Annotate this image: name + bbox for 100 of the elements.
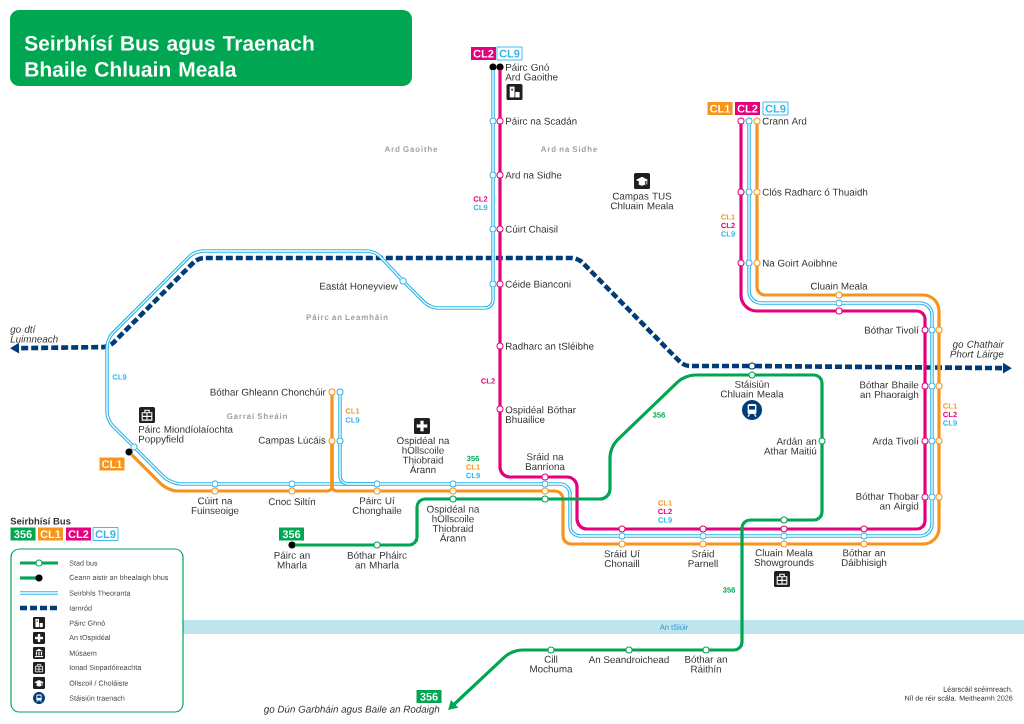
- route-badge: CL9: [92, 527, 119, 541]
- route-arrow: [448, 648, 548, 710]
- route-line: [709, 518, 781, 652]
- route-line: [755, 195, 759, 260]
- route-line: [295, 543, 374, 547]
- stop-name: Sráid Parnell: [688, 550, 718, 567]
- stop-name: Bóthar Thobar an Airgid: [856, 492, 919, 512]
- route-line: [134, 447, 213, 486]
- stop-name: Bóthar Ghleann Chonchúir: [210, 388, 326, 396]
- stop-marker: [373, 480, 381, 495]
- route-line: [455, 482, 543, 486]
- place-name: Ospidéal na hOllscoile Thiobraid Árann: [397, 436, 450, 474]
- stop-marker: [702, 646, 710, 654]
- stop-name: Páirc na Scadán: [506, 117, 577, 125]
- stop-marker: [625, 646, 633, 654]
- route-badge: CL2: [471, 47, 496, 60]
- route-line: [338, 394, 342, 439]
- stop-marker: [489, 117, 504, 125]
- route-line: [930, 332, 934, 384]
- route-line: [842, 309, 927, 327]
- place-name: Campas TUS Chluain Meala: [610, 192, 674, 210]
- stop-name: Campas Lúcáis: [258, 436, 326, 446]
- route-badge: CL1: [99, 457, 125, 471]
- stop-name: Bóthar an Ráithín: [685, 655, 727, 673]
- stop-name: Ard na Sidhe: [505, 171, 562, 179]
- stop-name: Bóthar Pháirc an Mharla: [347, 551, 407, 569]
- route-line: [755, 266, 836, 297]
- route-line: [548, 489, 619, 546]
- route-line: [937, 444, 941, 494]
- route-badge: CL2: [66, 527, 91, 541]
- route-line: [867, 500, 927, 531]
- stop-name: Cúirt Chaisil: [505, 225, 558, 233]
- route-line: [841, 301, 934, 328]
- stop-name: Crann Ard: [762, 117, 807, 125]
- stop-marker: [737, 259, 761, 267]
- route-line: [624, 534, 701, 538]
- route-line: [498, 349, 502, 406]
- stop-marker: [489, 280, 504, 288]
- route-badge: 356: [416, 690, 442, 703]
- stop-name: Sráid Uí Chonaill: [604, 550, 640, 567]
- stop-marker: [835, 291, 843, 315]
- stop-marker: [921, 326, 943, 334]
- legend-heading: Seirbhísí Bus: [10, 517, 71, 525]
- route-line: [755, 373, 824, 438]
- stop-marker: [399, 277, 407, 285]
- route-badge: CL1: [38, 527, 63, 541]
- stop-marker: [328, 437, 344, 445]
- route-line: [498, 412, 542, 479]
- route-line: [498, 178, 502, 226]
- stop-marker: [449, 480, 457, 503]
- route-line: [739, 195, 743, 260]
- stop-marker: [921, 382, 943, 390]
- route-line: [338, 443, 375, 486]
- route-line: [330, 444, 374, 493]
- stop-marker: [737, 117, 761, 125]
- route-line: [380, 489, 450, 493]
- route-line: [491, 69, 495, 119]
- route-line: [923, 333, 927, 383]
- stop-name: Sráid na Banríona: [525, 453, 565, 470]
- stop-name: Cluain Meala: [810, 282, 868, 290]
- destination-label: go dtí Luimneach: [10, 325, 58, 343]
- stop-name: Cill Mochuma: [530, 655, 573, 673]
- stop-name: Páirc Uí Chonghaile: [352, 497, 402, 516]
- area-name: Garraí Sheáin: [226, 413, 287, 419]
- route-line: [930, 388, 934, 439]
- route-line: [380, 497, 450, 547]
- stop-name: Arda Tivolí: [872, 437, 919, 445]
- route-line: [548, 475, 619, 531]
- area-name: Ard na Sidhe: [540, 146, 597, 152]
- stop-name: Páirc Miondíolaíochta Poppyfield: [139, 425, 233, 445]
- route-line: [787, 542, 861, 546]
- route-line: [625, 542, 700, 546]
- route-line: [491, 123, 495, 173]
- route-line: [937, 389, 941, 438]
- stop-marker: [547, 646, 555, 654]
- stop-name: Eastát Honeyview: [320, 282, 398, 292]
- destination-label: go Dún Garbháin agus Baile an Rodaigh: [263, 705, 440, 715]
- route-line: [498, 70, 502, 118]
- stop-name: Ospidéal na hOllscoile Thiobraid Árann: [427, 505, 480, 542]
- route-line: [330, 395, 334, 438]
- stop-marker: [818, 437, 826, 445]
- route-line: [456, 489, 542, 493]
- stop-name: Radharc an tSléibhe: [506, 342, 594, 350]
- route-line: [867, 500, 941, 546]
- route-line: [706, 527, 781, 531]
- route-line: [739, 266, 836, 313]
- route-line: [498, 287, 502, 343]
- route-line: [937, 333, 941, 383]
- route-line: [842, 293, 941, 327]
- stop-name: Cluain Meala Showgrounds: [754, 549, 814, 568]
- route-line: [755, 124, 759, 189]
- route-line: [403, 281, 495, 310]
- route-line: [625, 527, 700, 531]
- route-line: [747, 123, 751, 190]
- title-banner: Seirbhísí Bus agus Traenach Bhaile Chluain Meala: [10, 10, 412, 86]
- stop-marker: [860, 525, 868, 548]
- route-line: [498, 232, 502, 281]
- route-line: [787, 527, 861, 531]
- route-badge: CL2: [735, 102, 760, 115]
- stop-name: Clós Radharc ó Thuaidh: [762, 188, 868, 196]
